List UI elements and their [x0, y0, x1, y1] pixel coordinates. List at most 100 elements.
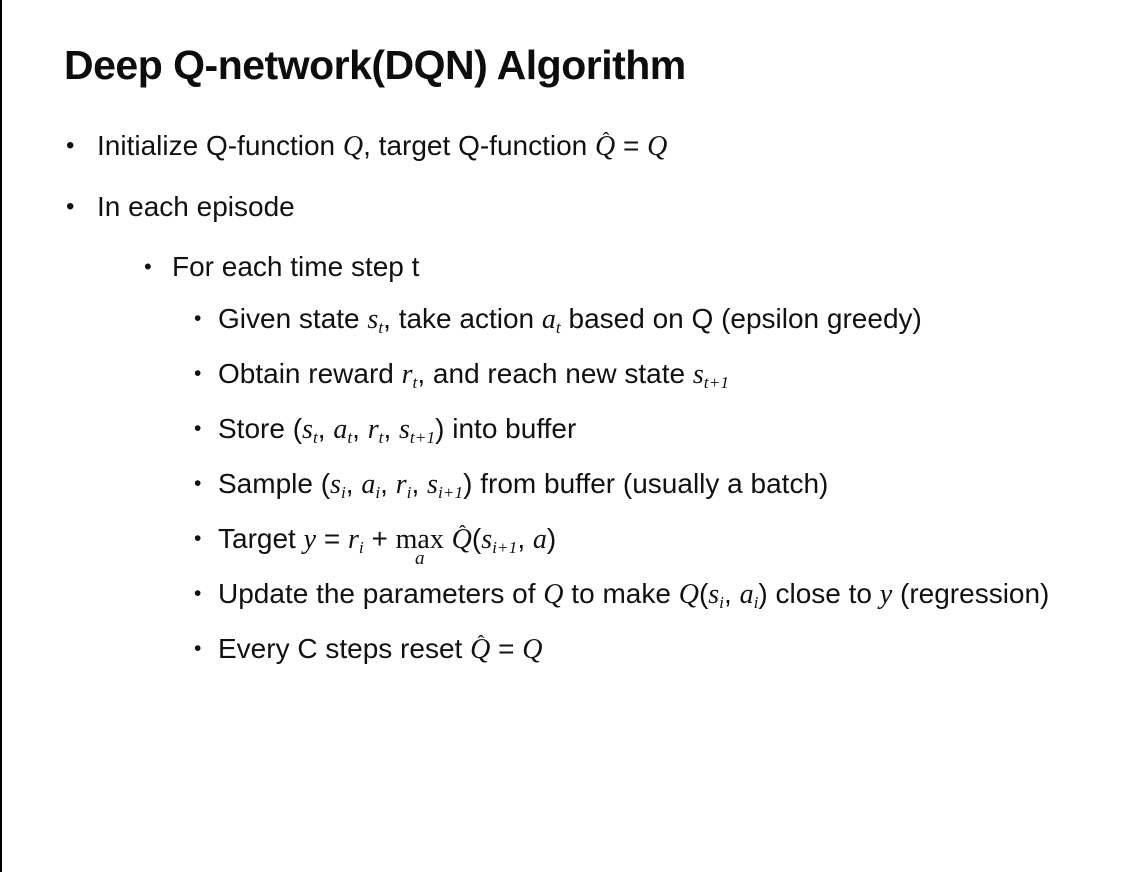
- math-var: y: [303, 524, 317, 555]
- math-var: Q: [342, 131, 364, 162]
- math-sub: i+1: [492, 537, 518, 557]
- bullet-marker-icon: •: [66, 132, 75, 159]
- math-var: a: [541, 304, 556, 335]
- text-run: Given state: [218, 303, 368, 334]
- text-run: ,: [724, 578, 740, 609]
- text-run: ,: [383, 413, 400, 444]
- text-run: Obtain reward: [218, 358, 402, 389]
- math-var: Q: [451, 524, 472, 555]
- bullet-marker-icon: •: [194, 417, 202, 440]
- text-run: ) close to: [758, 578, 880, 609]
- bullet-text: Given state st, take action at based on …: [218, 300, 1098, 342]
- text-run: to make: [563, 578, 679, 609]
- math-var: y: [879, 579, 893, 610]
- math-var: r: [395, 469, 407, 500]
- text-run: Initialize Q-function: [97, 130, 343, 161]
- math-var: r: [347, 524, 359, 555]
- math-sub: t: [378, 317, 384, 337]
- text-run: (: [698, 578, 709, 609]
- math-var: Q: [595, 131, 616, 162]
- math-sub: i: [358, 537, 364, 557]
- text-run: Store (: [218, 413, 303, 444]
- math-var: r: [401, 359, 413, 390]
- math-var: a: [333, 414, 348, 445]
- text-run: Target: [218, 523, 304, 554]
- math-sub: i: [719, 592, 724, 612]
- math-var: s: [367, 304, 379, 335]
- text-run: [444, 523, 452, 554]
- slide-title: Deep Q-network(DQN) Algorithm: [64, 42, 686, 88]
- math-sub: t: [347, 427, 353, 447]
- text-run: For each time step t: [172, 251, 420, 282]
- hat-accent-icon: ˆ: [602, 129, 610, 152]
- text-run: Sample (: [218, 468, 331, 499]
- math-var: Q: [678, 579, 699, 610]
- bullet-item: • Obtain reward rt, and reach new state s…: [2, 355, 1098, 397]
- bullet-marker-icon: •: [194, 362, 202, 385]
- math-sub: t+1: [703, 372, 730, 392]
- math-var: a: [532, 524, 547, 555]
- bullet-marker-icon: •: [194, 307, 202, 330]
- bullet-text: Sample (si, ai, ri, si+1) from buffer (u…: [218, 465, 1098, 507]
- math-var: s: [399, 414, 410, 445]
- text-run: =: [316, 523, 348, 554]
- bullet-item: • Update the parameters of Q to make Q(si…: [2, 575, 1098, 617]
- math-sub: t+1: [409, 427, 436, 447]
- text-run: based on Q (epsilon greedy): [560, 303, 922, 334]
- text-run: ,: [411, 468, 428, 499]
- bullet-marker-icon: •: [194, 637, 202, 660]
- math-var: s: [708, 579, 720, 610]
- math-var: Q: [522, 634, 543, 665]
- math-var: s: [692, 359, 704, 390]
- bullet-text: Store (st, at, rt, st+1) into buffer: [218, 410, 1098, 452]
- math-sub: t: [555, 317, 561, 337]
- bullet-item: • For each time step t: [2, 248, 1098, 286]
- text-run: ) from buffer (usually a batch): [463, 468, 829, 499]
- bullet-list: • Initialize Q-function Q, target Q-funct…: [2, 127, 1124, 669]
- math-sub: i: [340, 482, 346, 502]
- text-run: +: [363, 523, 396, 554]
- text-run: ,: [380, 468, 396, 499]
- bullet-marker-icon: •: [66, 193, 75, 220]
- text-run: =: [490, 633, 523, 664]
- text-run: , and reach new state: [417, 358, 693, 389]
- bullet-item: • In each episode: [2, 188, 1098, 226]
- hat-accent-icon: ˆ: [459, 522, 466, 545]
- math-sub: t: [378, 427, 384, 447]
- text-run: =: [615, 130, 648, 161]
- text-run: , take action: [383, 303, 542, 334]
- math-var: s: [302, 414, 313, 445]
- math-sub: t: [312, 427, 318, 447]
- bullet-item: •Given state st, take action at based on…: [2, 300, 1098, 342]
- bullet-text: Update the parameters of Q to make Q(si,…: [218, 575, 1098, 617]
- bullet-item: • Initialize Q-function Q, target Q-funct…: [2, 127, 1098, 166]
- bullet-marker-icon: •: [144, 254, 152, 279]
- math-var: a: [361, 469, 376, 500]
- math-operator: max: [395, 524, 444, 555]
- math-sub: i+1: [437, 482, 464, 502]
- math-var: s: [330, 469, 341, 500]
- math-var: Q: [543, 579, 564, 610]
- text-run: ,: [345, 468, 362, 499]
- math-var: Q: [470, 634, 491, 665]
- text-run: ,: [352, 413, 368, 444]
- text-run: Every C steps reset: [218, 633, 471, 664]
- math-var: s: [427, 469, 438, 500]
- bullet-text: Initialize Q-function Q, target Q-functi…: [97, 127, 1098, 166]
- text-run: (: [471, 523, 482, 554]
- bullet-marker-icon: •: [194, 582, 202, 605]
- bullet-item: •Sample (si, ai, ri, si+1) from buffer (…: [2, 465, 1098, 507]
- math-var: s: [481, 524, 493, 555]
- math-sub: i: [375, 482, 381, 502]
- bullet-text: In each episode: [97, 188, 1098, 226]
- text-run: (regression): [892, 578, 1050, 609]
- text-run: ): [546, 523, 557, 554]
- bullet-text: Obtain reward rt, and reach new state st…: [218, 355, 1098, 397]
